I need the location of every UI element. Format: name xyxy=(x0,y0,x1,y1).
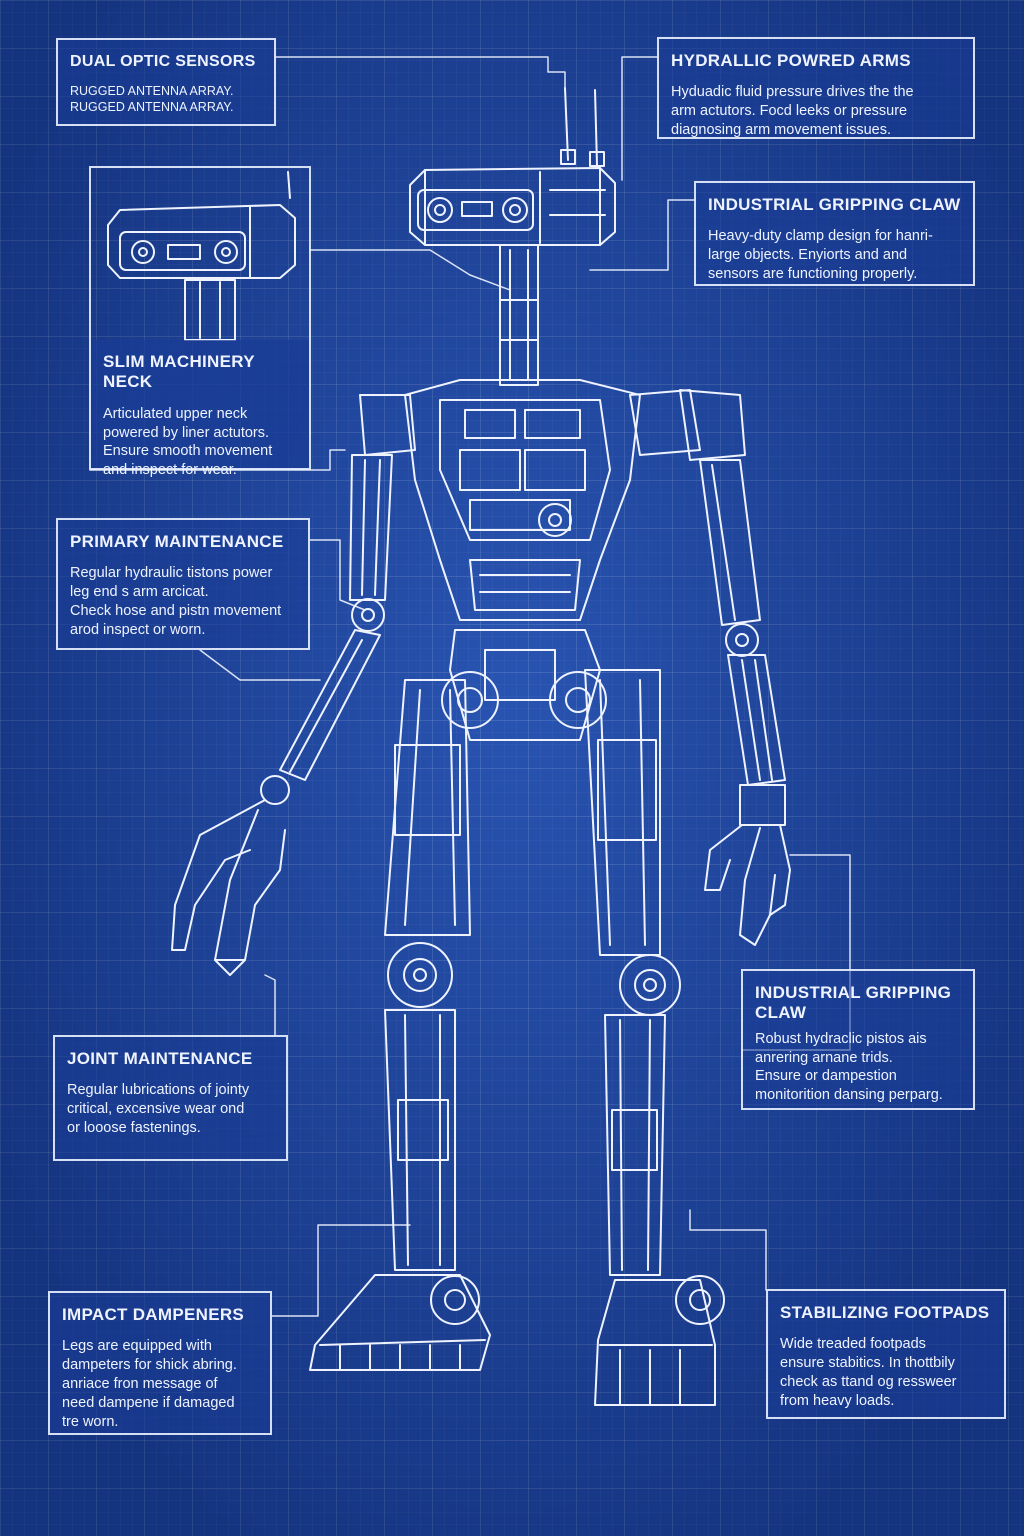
callout-title: SLIM MACHINERY NECK xyxy=(103,352,255,392)
antenna-array xyxy=(560,87,605,167)
callout-body: Regular hydraulic tistons power leg end … xyxy=(70,565,282,638)
callout-title: INDUSTRIAL GRIPPING CLAW xyxy=(755,983,952,1023)
robot-torso xyxy=(404,379,641,621)
callout-title: JOINT MAINTENANCE xyxy=(67,1049,253,1068)
callout-slim-machinery-neck: SLIM MACHINERY NECK Articulated upper ne… xyxy=(91,340,309,478)
callout-joint-maintenance: JOINT MAINTENANCE Regular lubrications o… xyxy=(53,1035,288,1161)
callout-body: RUGGED ANTENNA ARRAY. RUGGED ANTENNA ARR… xyxy=(70,84,234,115)
robot-left-leg xyxy=(309,679,491,1371)
robot-left-arm xyxy=(171,394,416,976)
callout-body: Legs are equipped with dampeters for shi… xyxy=(62,1338,237,1430)
callout-hydraulic-arms: HYDRALLIC POWRED ARMS Hyduadic fluid pre… xyxy=(657,37,975,139)
callout-title: STABILIZING FOOTPADS xyxy=(780,1303,990,1322)
callout-title: INDUSTRIAL GRIPPING CLAW xyxy=(708,195,961,214)
callout-body: Hyduadic fluid pressure drives the the a… xyxy=(671,84,914,139)
callout-title: DUAL OPTIC SENSORS xyxy=(70,53,256,70)
callout-gripping-claw-right: INDUSTRIAL GRIPPING CLAW Robust hydracli… xyxy=(741,969,975,1110)
callout-industrial-gripping-claw: INDUSTRIAL GRIPPING CLAW Heavy-duty clam… xyxy=(694,181,975,286)
inset-neck-frame xyxy=(89,166,311,470)
callout-body: Wide treaded footpads ensure stabitics. … xyxy=(780,1336,957,1409)
callout-primary-maintenance: PRIMARY MAINTENANCE Regular hydraulic ti… xyxy=(56,518,310,650)
callout-body: Regular lubrications of jointy critical,… xyxy=(67,1082,250,1137)
callout-body: Articulated upper neck powered by liner … xyxy=(103,405,273,479)
callout-impact-dampeners: IMPACT DAMPENERS Legs are equipped with … xyxy=(48,1291,272,1435)
callout-title: IMPACT DAMPENERS xyxy=(62,1305,245,1324)
callout-dual-optic-sensors: DUAL OPTIC SENSORS RUGGED ANTENNA ARRAY.… xyxy=(56,38,276,126)
callout-body: Heavy-duty clamp design for hanri- large… xyxy=(708,228,933,283)
inset-head-detail xyxy=(107,171,296,341)
robot-right-arm xyxy=(629,389,791,946)
callout-title: HYDRALLIC POWRED ARMS xyxy=(671,51,911,70)
robot-pelvis xyxy=(441,629,607,741)
robot-head xyxy=(409,167,616,246)
robot-neck xyxy=(499,244,539,386)
callout-body: Robust hydraclic pistos ais anrering arn… xyxy=(755,1030,943,1104)
callout-title: PRIMARY MAINTENANCE xyxy=(70,532,284,551)
callout-stabilizing-footpads: STABILIZING FOOTPADS Wide treaded footpa… xyxy=(766,1289,1006,1419)
robot-right-leg xyxy=(584,669,725,1406)
